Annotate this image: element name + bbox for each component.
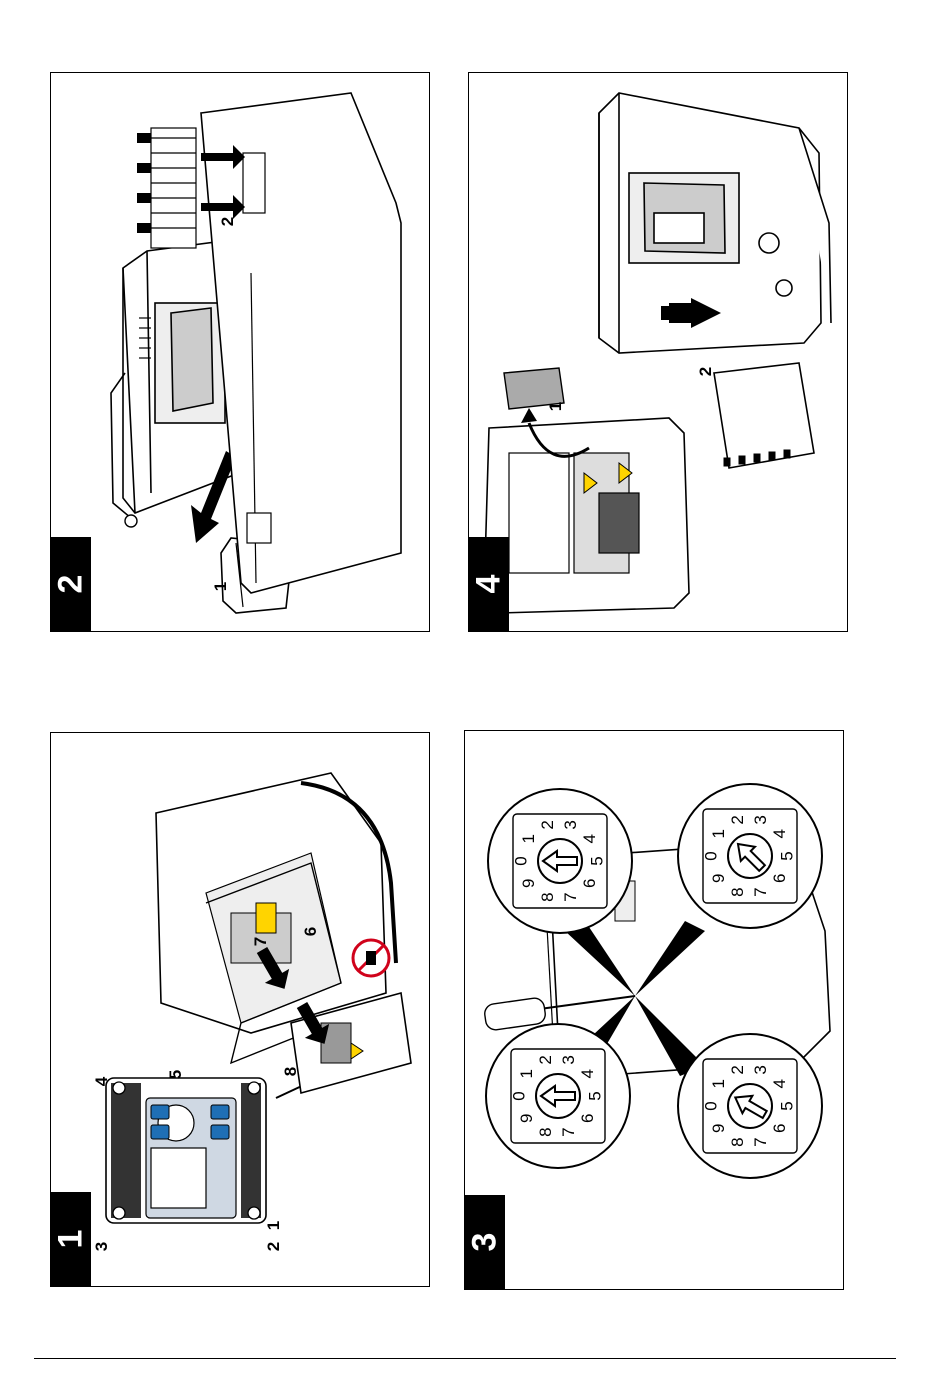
dial-digit: 5: [587, 856, 606, 865]
dial-digit: 7: [559, 1127, 578, 1136]
dial-digit: 7: [751, 1137, 770, 1146]
dial-digit: 1: [709, 829, 728, 838]
step-number: 3: [466, 1233, 505, 1252]
dial-digit: 6: [580, 879, 599, 888]
dial-digit: 9: [709, 1124, 728, 1133]
step-number: 4: [470, 575, 509, 594]
arrow-label-5: 5: [167, 1070, 184, 1079]
dial-digit: 9: [519, 879, 538, 888]
dial-digit: 5: [777, 851, 796, 860]
step-badge: 2: [51, 537, 91, 631]
dial-digit: 6: [770, 874, 789, 883]
dial-digit: 3: [751, 1065, 770, 1074]
dial-digit: 4: [578, 1069, 597, 1078]
dial-digit: 8: [728, 1137, 747, 1146]
dial-digit: 5: [777, 1101, 796, 1110]
screw-label-4: 4: [93, 1077, 110, 1086]
dial-digit: 8: [536, 1127, 555, 1136]
arrow-label-6: 6: [302, 927, 319, 936]
dial-digit: 2: [538, 820, 557, 829]
dial-digit: 4: [770, 829, 789, 838]
dial-digit: 2: [728, 1065, 747, 1074]
arrow-label-7: 7: [252, 937, 269, 946]
arrow-label-1: 1: [212, 582, 229, 591]
arrow-label-2: 2: [697, 367, 714, 376]
dial-digit: 6: [578, 1114, 597, 1123]
screw-label-2: 2: [265, 1242, 282, 1251]
dial-digit: 3: [751, 815, 770, 824]
dial-digit: 8: [728, 887, 747, 896]
panel-step-4: 1 2 4: [468, 72, 848, 632]
dial-digit: 0: [509, 1091, 528, 1100]
dial-digit: 5: [585, 1091, 604, 1100]
dial-digit: 0: [701, 1101, 720, 1110]
step-number: 1: [52, 1230, 91, 1249]
dial-digit: 2: [536, 1055, 555, 1064]
screw-label-1: 1: [265, 1221, 282, 1230]
dial-digit: 9: [517, 1114, 536, 1123]
dial-digit: 7: [751, 887, 770, 896]
footer-rule: [34, 1358, 896, 1359]
dial-digit: 0: [511, 856, 530, 865]
dial-digit: 1: [519, 834, 538, 843]
panel-step-1: 1 2 3 4 5 6 7 8 1: [50, 732, 430, 1287]
dial-digit: 8: [538, 892, 557, 901]
step-badge: 3: [465, 1195, 505, 1289]
dial-digit: 2: [728, 815, 747, 824]
dial-digit: 3: [559, 1055, 578, 1064]
illustration-remove-module-cover: [51, 73, 429, 631]
dial-digit: 4: [770, 1079, 789, 1088]
arrow-label-8: 8: [282, 1067, 299, 1076]
illustration-insert-module: [469, 73, 847, 631]
dial-digit: 1: [517, 1069, 536, 1078]
screw-label-3: 3: [93, 1242, 110, 1251]
illustration-open-controller: [51, 733, 429, 1286]
step-badge: 1: [51, 1192, 91, 1286]
dial-digit: 1: [709, 1079, 728, 1088]
step-number: 2: [52, 575, 91, 594]
dial-digit: 0: [701, 851, 720, 860]
dial-digit: 6: [770, 1124, 789, 1133]
dial-digit: 7: [561, 892, 580, 901]
dial-digit: 4: [580, 834, 599, 843]
step-badge: 4: [469, 537, 509, 631]
arrow-label-1: 1: [547, 402, 564, 411]
panel-step-2: 1 2 2: [50, 72, 430, 632]
arrow-label-2: 2: [219, 217, 236, 226]
dial-digit: 9: [709, 874, 728, 883]
dial-digit: 3: [561, 820, 580, 829]
